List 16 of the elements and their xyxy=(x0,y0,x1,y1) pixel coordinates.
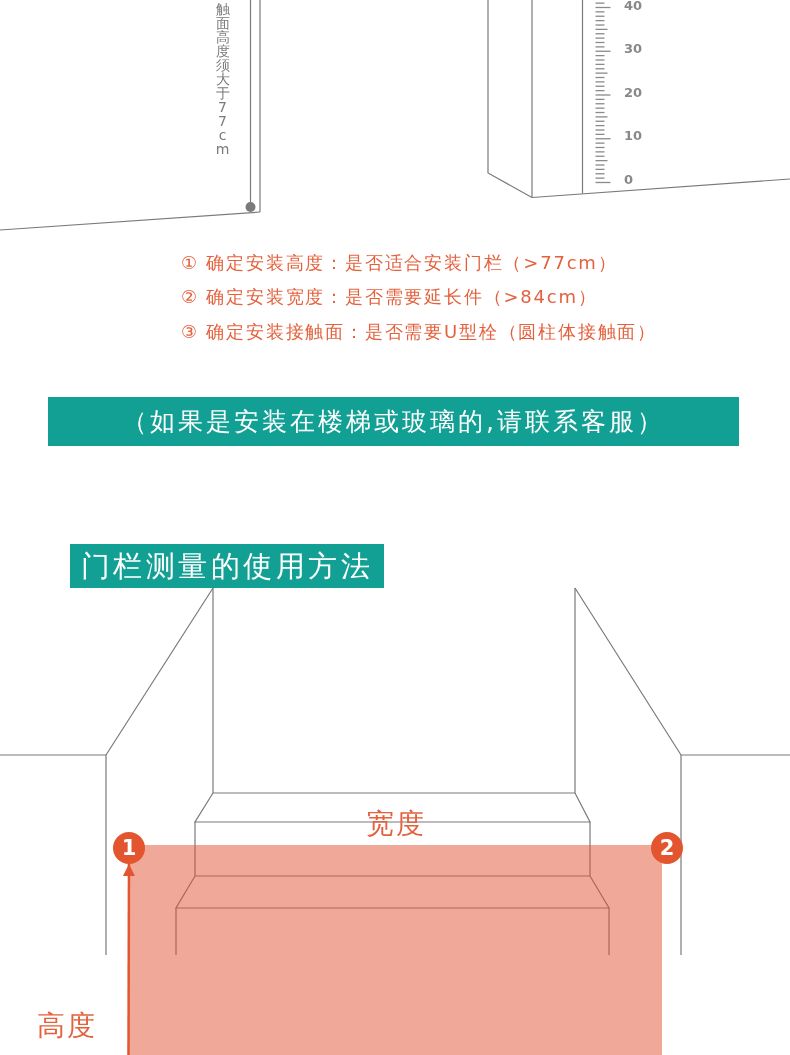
number-circle: 2 xyxy=(651,832,683,864)
arrow xyxy=(122,864,135,1055)
vertical-note: 触面高度须大于77cm xyxy=(215,2,230,156)
number-circle: 1 xyxy=(113,832,145,864)
scale-number: 20 xyxy=(624,85,643,102)
section-heading: 门栏测量的使用方法 xyxy=(70,544,384,588)
instruction-line: ② 确定安装宽度：是否需要延长件（>84cm） xyxy=(181,285,598,309)
scale-number: 30 xyxy=(624,41,643,58)
instruction-line: ③ 确定安装接触面：是否需要U型栓（圆柱体接触面） xyxy=(181,320,658,344)
dimension-label: 高度 xyxy=(37,1008,97,1044)
dimension-label: 宽度 xyxy=(366,806,426,842)
notice-banner: （如果是安装在楼梯或玻璃的,请联系客服） xyxy=(48,397,739,446)
scale-number: 0 xyxy=(624,172,634,189)
scale-number: 10 xyxy=(624,128,643,145)
scale-number: 40 xyxy=(624,0,643,15)
instruction-line: ① 确定安装高度：是否适合安装门栏（>77cm） xyxy=(181,251,618,275)
